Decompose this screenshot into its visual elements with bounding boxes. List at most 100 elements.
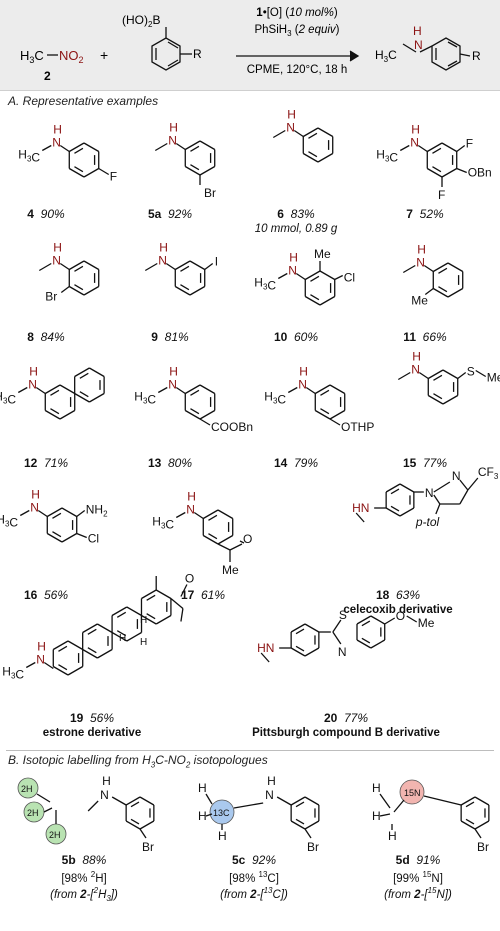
condition-catalyst: 1•[O] (10 mol%) xyxy=(256,7,338,19)
atom-label: Me xyxy=(222,563,239,577)
caption-12: 12 71% xyxy=(23,456,69,470)
amine-h: H xyxy=(159,241,168,255)
atom-label: COOBn xyxy=(211,420,253,434)
atom-label: Me xyxy=(418,616,435,630)
atom-label: H xyxy=(140,615,147,626)
pyrazole-n2: N xyxy=(452,469,461,483)
product-h3c: H3C xyxy=(375,48,397,64)
caption-10: 10 60% xyxy=(273,330,319,344)
atom-label: Br xyxy=(45,290,57,304)
amine-h: H xyxy=(411,123,420,137)
amine-n: N xyxy=(186,503,195,517)
reaction-scheme: H3C NO2 2 + (HO)2B R 1•[O] (10 mol%) PhS… xyxy=(20,7,481,83)
amine-n: N xyxy=(410,136,419,150)
atom-label: OTHP xyxy=(341,420,374,434)
pyrazole-n1: N xyxy=(425,486,434,500)
atom-label: Br xyxy=(204,186,216,200)
caption-7: 7 52% xyxy=(406,207,444,221)
atom-label: F xyxy=(466,137,473,151)
isotope-marker xyxy=(399,779,425,805)
caption-15: 15 77% xyxy=(402,456,448,470)
amine-h: H xyxy=(287,108,296,122)
atom-label: O xyxy=(243,532,252,546)
plus-sign: + xyxy=(100,47,108,63)
caption-5b-source: (from 2-[2H3]) xyxy=(50,886,118,904)
cf3-group: CF3 xyxy=(478,465,499,481)
caption-6-note: 10 mmol, 0.89 g xyxy=(254,223,338,235)
section-b-title: B. Isotopic labelling from H3C-NO2 isoto… xyxy=(8,753,268,770)
atom-label: O xyxy=(185,572,194,586)
caption-11: 11 66% xyxy=(403,330,447,344)
amine-h: H xyxy=(417,243,426,257)
caption-5b: 5b 88% xyxy=(61,853,107,867)
amine-hn: HN xyxy=(352,501,369,515)
atom-label: H xyxy=(218,829,227,843)
product-r-group: R xyxy=(472,49,481,63)
methyl-h3c: H3C xyxy=(18,148,40,165)
caption-5d: 5d 91% xyxy=(395,853,441,867)
atom-label: 15N xyxy=(404,788,421,798)
caption-8: 8 84% xyxy=(27,330,65,344)
amine-h: H xyxy=(102,774,111,788)
atom-label: 2H xyxy=(49,830,61,840)
condition-silane: PhSiH3 (2 equiv) xyxy=(254,24,339,38)
caption-16: 16 56% xyxy=(23,588,69,602)
atom-label: Cl xyxy=(344,271,355,285)
caption-20: 20 77% xyxy=(323,711,369,725)
isotope-marker xyxy=(17,777,39,799)
atom-label: OBn xyxy=(468,166,492,180)
amino-nh2: NH2 xyxy=(86,503,108,519)
atom-label: Br xyxy=(307,840,319,853)
methyl-h3c: H3C xyxy=(0,390,16,407)
methyl-h3c: H3C xyxy=(376,148,398,165)
amine-h: H xyxy=(187,490,196,504)
atom-label: H xyxy=(372,781,381,795)
amine-h: H xyxy=(267,774,276,788)
atom-label: H xyxy=(198,809,207,823)
caption-5d-purity: [99% 15N] xyxy=(393,870,443,885)
caption-17: 17 61% xyxy=(180,588,226,602)
amine-n: N xyxy=(288,264,297,278)
atom-label: 2H xyxy=(21,784,33,794)
caption-19: 19 56% xyxy=(69,711,115,725)
boronic-r-group: R xyxy=(193,47,202,61)
atom-label: I xyxy=(215,255,218,269)
amine-h: H xyxy=(29,365,38,379)
caption-18-note: celecoxib derivative xyxy=(343,604,453,616)
amine-h: H xyxy=(169,121,178,135)
amine-n: N xyxy=(411,363,420,377)
caption-20-note: Pittsburgh compound B derivative xyxy=(252,727,440,739)
atom-label: Cl xyxy=(88,532,99,546)
amine-n: N xyxy=(168,378,177,392)
section-a-title: A. Representative examples xyxy=(8,94,159,108)
atom-label: H xyxy=(119,633,126,644)
amine-n: N xyxy=(30,501,39,515)
thiazole-s: S xyxy=(339,608,347,622)
atom-label: S xyxy=(467,365,475,379)
caption-13: 13 80% xyxy=(147,456,193,470)
caption-6: 6 83% xyxy=(277,207,315,221)
amine-n: N xyxy=(298,378,307,392)
caption-18: 18 63% xyxy=(375,588,421,602)
amine-n: N xyxy=(52,254,61,268)
atom-label: 13C xyxy=(213,808,230,818)
thiazole-n: N xyxy=(338,645,347,659)
methyl-h3c: H3C xyxy=(152,515,174,532)
amine-h: H xyxy=(31,488,40,502)
amine-n: N xyxy=(100,788,109,802)
amine-h: H xyxy=(289,251,298,265)
reactant-no2: NO2 xyxy=(59,48,84,65)
amine-h: H xyxy=(53,241,62,255)
amine-n: N xyxy=(158,254,167,268)
caption-5b-purity: [98% 2H] xyxy=(61,870,107,885)
atom-label: F xyxy=(438,188,445,202)
atom-label: Me xyxy=(487,371,500,385)
amine-n: N xyxy=(28,378,37,392)
caption-9: 9 81% xyxy=(151,330,189,344)
amine-h: H xyxy=(412,350,421,364)
amine-n: N xyxy=(286,121,295,135)
methyl-h3c: H3C xyxy=(0,513,18,530)
boronic-acid-label: (HO)2B xyxy=(122,13,160,29)
reactant-h3c: H3C xyxy=(20,48,44,65)
